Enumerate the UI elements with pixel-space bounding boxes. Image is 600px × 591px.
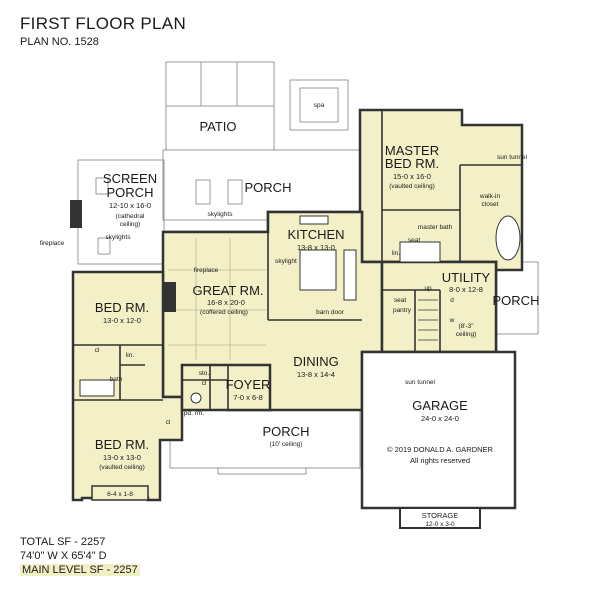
master-bath-label: master bath xyxy=(418,224,453,231)
bed2-note: (vaulted ceiling) xyxy=(99,464,145,471)
great-fireplace-label: fireplace xyxy=(194,267,219,274)
foyer-block xyxy=(180,363,272,412)
spa-label: spa xyxy=(314,102,325,109)
bath-tub-icon xyxy=(79,379,115,397)
great-room-fireplace-icon xyxy=(164,282,176,312)
side-porch-label: PORCH xyxy=(493,293,540,308)
patio-label: PATIO xyxy=(199,119,236,134)
plan-number: PLAN NO. 1528 xyxy=(20,36,99,48)
storage-dims: 12-0 x 3-0 xyxy=(425,521,455,528)
garage-dims: 24-0 x 24-0 xyxy=(421,414,459,423)
toilet-icon xyxy=(190,392,202,404)
storage-closet-label: sto. xyxy=(199,370,210,377)
bed2-bay-dims: 6-4 x 1-8 xyxy=(107,491,133,498)
washer-label: w xyxy=(449,317,455,324)
bath-seat-label: seat xyxy=(408,237,420,244)
bed1-dims: 13-0 x 12-0 xyxy=(103,316,141,325)
walk-in-closet-label1: walk-in xyxy=(479,193,501,200)
shower-icon xyxy=(399,241,441,263)
foyer-name: FOYER xyxy=(226,377,271,392)
pantry-label: pantry xyxy=(393,307,412,314)
hall-bath-label: bath xyxy=(110,376,123,383)
screen-porch-dims: 12-10 x 16-0 xyxy=(109,201,151,210)
master-note: (vaulted ceiling) xyxy=(389,183,435,190)
main-level-sf-text: MAIN LEVEL SF - 2257 xyxy=(20,564,140,576)
utility-dims: 8-0 x 12-8 xyxy=(449,285,483,294)
screen-porch-note1: (cathedral xyxy=(116,213,145,220)
walk-in-closet-label2: closet xyxy=(482,201,499,208)
bath-lin-label: lin. xyxy=(392,250,401,257)
total-sf: TOTAL SF - 2257 xyxy=(20,536,106,548)
bed2-dims: 13-0 x 13-0 xyxy=(103,453,141,462)
kitchen-name: KITCHEN xyxy=(287,227,344,242)
utility-name: UTILITY xyxy=(442,270,491,285)
master-name2: BED RM. xyxy=(385,156,439,171)
foyer-dims: 7-0 x 6-8 xyxy=(233,393,263,402)
front-porch-outline xyxy=(169,409,361,469)
bed2-closet-label: cl xyxy=(166,419,171,426)
stairs-up-label: up xyxy=(424,285,432,292)
rear-porch-label: PORCH xyxy=(245,180,292,195)
front-porch-name: PORCH xyxy=(263,424,310,439)
bed1-name: BED RM. xyxy=(95,300,149,315)
dining-name: DINING xyxy=(293,354,339,369)
utility-stairs xyxy=(418,299,438,341)
screen-porch-fireplace-icon xyxy=(70,200,82,228)
spa-outline xyxy=(289,79,349,131)
screen-porch-note2: ceiling) xyxy=(120,221,141,228)
great-room-note: (coffered ceiling) xyxy=(200,309,248,316)
interior-walls xyxy=(73,110,522,410)
main-level-sf: MAIN LEVEL SF - 2257 xyxy=(20,564,140,576)
kitchen-island xyxy=(299,249,337,291)
master-name1: MASTER xyxy=(385,143,439,158)
bedroom-wing xyxy=(71,270,184,502)
mud-seat-label: seat xyxy=(394,297,406,304)
bed2-bay xyxy=(91,485,149,501)
utility-ceiling-note2: ceiling) xyxy=(456,331,477,338)
foyer-closet-label: cl xyxy=(202,380,207,387)
copyright-line2: All rights reserved xyxy=(410,456,470,465)
bathtub-icon xyxy=(495,215,521,261)
rear-porch-skylights: skylights xyxy=(208,211,234,218)
storage-outline xyxy=(399,507,481,529)
garage-outline xyxy=(360,350,517,510)
screen-porch-skylights: skylights xyxy=(106,234,132,241)
front-porch-note: (10' ceiling) xyxy=(269,441,302,448)
powder-room-label: pd. rm. xyxy=(184,410,204,417)
screen-porch-name1: SCREEN xyxy=(103,171,157,186)
overall-dimensions: 74'0" W X 65'4" D xyxy=(20,550,107,562)
utility-ceiling-note1: (8'-3" xyxy=(458,323,474,330)
sun-tunnel-1-label: sun tunnel xyxy=(497,154,528,161)
screen-porch-name2: PORCH xyxy=(107,185,154,200)
barn-door-label: barn door xyxy=(316,309,345,316)
kitchen-fixtures xyxy=(299,215,357,301)
storage-name: STORAGE xyxy=(422,511,459,520)
hall-lin-label: lin. xyxy=(126,352,135,359)
copyright-line1: © 2019 DONALD A. GARDNER xyxy=(387,445,494,454)
sun-tunnel-2-label: sun tunnel xyxy=(405,379,436,386)
plan-title: FIRST FLOOR PLAN xyxy=(20,14,187,33)
bed2-name: BED RM. xyxy=(95,437,149,452)
coffered-ceiling-grid xyxy=(168,238,266,360)
dryer-label: d xyxy=(450,297,454,304)
great-room-name: GREAT RM. xyxy=(192,283,263,298)
master-dims: 15-0 x 16-0 xyxy=(393,172,431,181)
bed1-closet-label: cl xyxy=(95,347,100,354)
kitchen-skylight: skylight xyxy=(275,258,297,265)
kitchen-dims: 13-8 x 13-0 xyxy=(297,243,335,252)
screen-porch-fireplace-label: fireplace xyxy=(40,240,65,247)
great-room-dims: 16-8 x 20-0 xyxy=(207,298,245,307)
garage-name: GARAGE xyxy=(412,398,468,413)
dining-dims: 13-8 x 14-4 xyxy=(297,370,335,379)
